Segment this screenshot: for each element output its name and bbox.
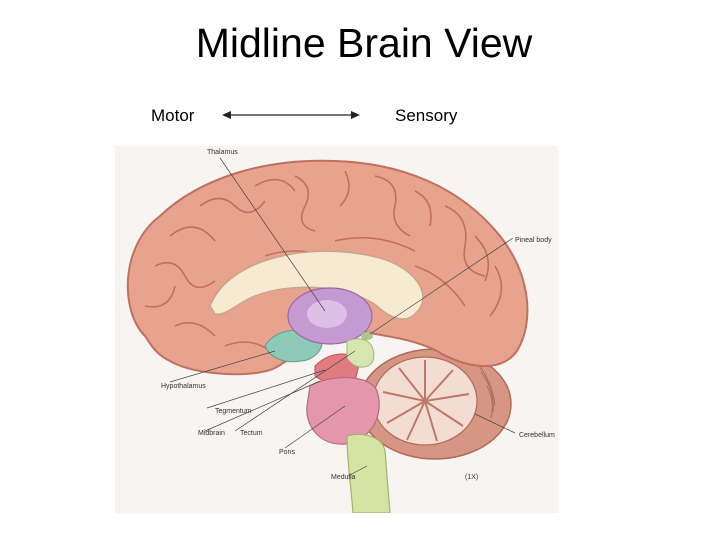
label-pineal-body: Pineal body: [515, 237, 552, 244]
brain-diagram: Thalamus Pineal body Hypothalamus Tegmen…: [115, 146, 558, 513]
label-tectum: Tectum: [240, 430, 263, 437]
motor-label: Motor: [151, 106, 195, 125]
label-medulla: Medulla: [331, 474, 356, 481]
brain-illustration: Thalamus Pineal body Hypothalamus Tegmen…: [115, 146, 558, 513]
label-tegmentum: Tegmentum: [215, 408, 252, 415]
pons: [306, 377, 380, 445]
tectum: [346, 338, 375, 368]
label-pons: Pons: [279, 449, 295, 456]
slide-title: Midline Brain View: [195, 20, 533, 66]
label-magnification: (1X): [465, 474, 478, 481]
label-midbrain: Midbrain: [198, 430, 225, 437]
medulla: [346, 433, 391, 513]
double-arrow-icon: [222, 111, 360, 119]
label-cerebellum: Cerebellum: [519, 432, 555, 439]
sensory-label: Sensory: [395, 106, 458, 125]
corpus-callosum: [209, 250, 424, 320]
label-thalamus: Thalamus: [207, 149, 238, 156]
label-hypothalamus: Hypothalamus: [161, 383, 206, 390]
cerebellum: [358, 348, 512, 460]
